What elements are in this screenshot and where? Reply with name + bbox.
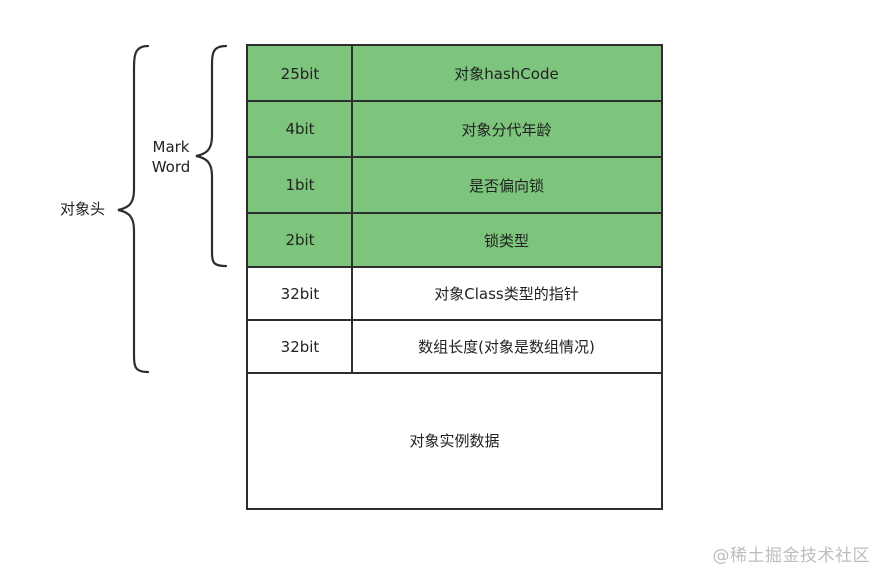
mark-word-label-line2: Word [151, 158, 191, 176]
column-divider [351, 46, 353, 373]
watermark: @稀土掘金技术社区 [712, 546, 870, 566]
row-6-size: 32bit [280, 337, 320, 356]
mark-word-brace [195, 44, 228, 268]
row-3-content: 是否偏向锁 [352, 157, 661, 213]
divider-4 [248, 266, 661, 268]
row-1-content: 对象hashCode [352, 46, 661, 101]
object-header-label: 对象头 [60, 200, 106, 218]
row-3-size: 1bit [248, 157, 352, 213]
row-4-content: 锁类型 [352, 213, 661, 267]
mark-word-label: Mark Word [144, 137, 198, 177]
row-4-size: 2bit [248, 213, 352, 267]
row-2-content: 对象分代年龄 [352, 101, 661, 157]
row-2-size: 4bit [248, 101, 352, 157]
divider-6 [248, 372, 661, 374]
row-1-size: 25bit [248, 46, 352, 101]
object-layout-table: 25bit 对象hashCode 4bit 对象分代年龄 1bit 是否偏向锁 … [246, 44, 663, 510]
instance-data-cell: 对象实例数据 [409, 432, 500, 450]
divider-5 [248, 319, 661, 321]
row-5-size: 32bit [280, 284, 320, 303]
divider-2 [248, 156, 661, 158]
divider-1 [248, 100, 661, 102]
mark-word-label-line1: Mark [152, 138, 190, 156]
object-header-brace [117, 44, 150, 374]
divider-3 [248, 212, 661, 214]
row-6-content: 数组长度(对象是数组情况) [418, 338, 595, 356]
row-5-content: 对象Class类型的指针 [434, 285, 579, 303]
